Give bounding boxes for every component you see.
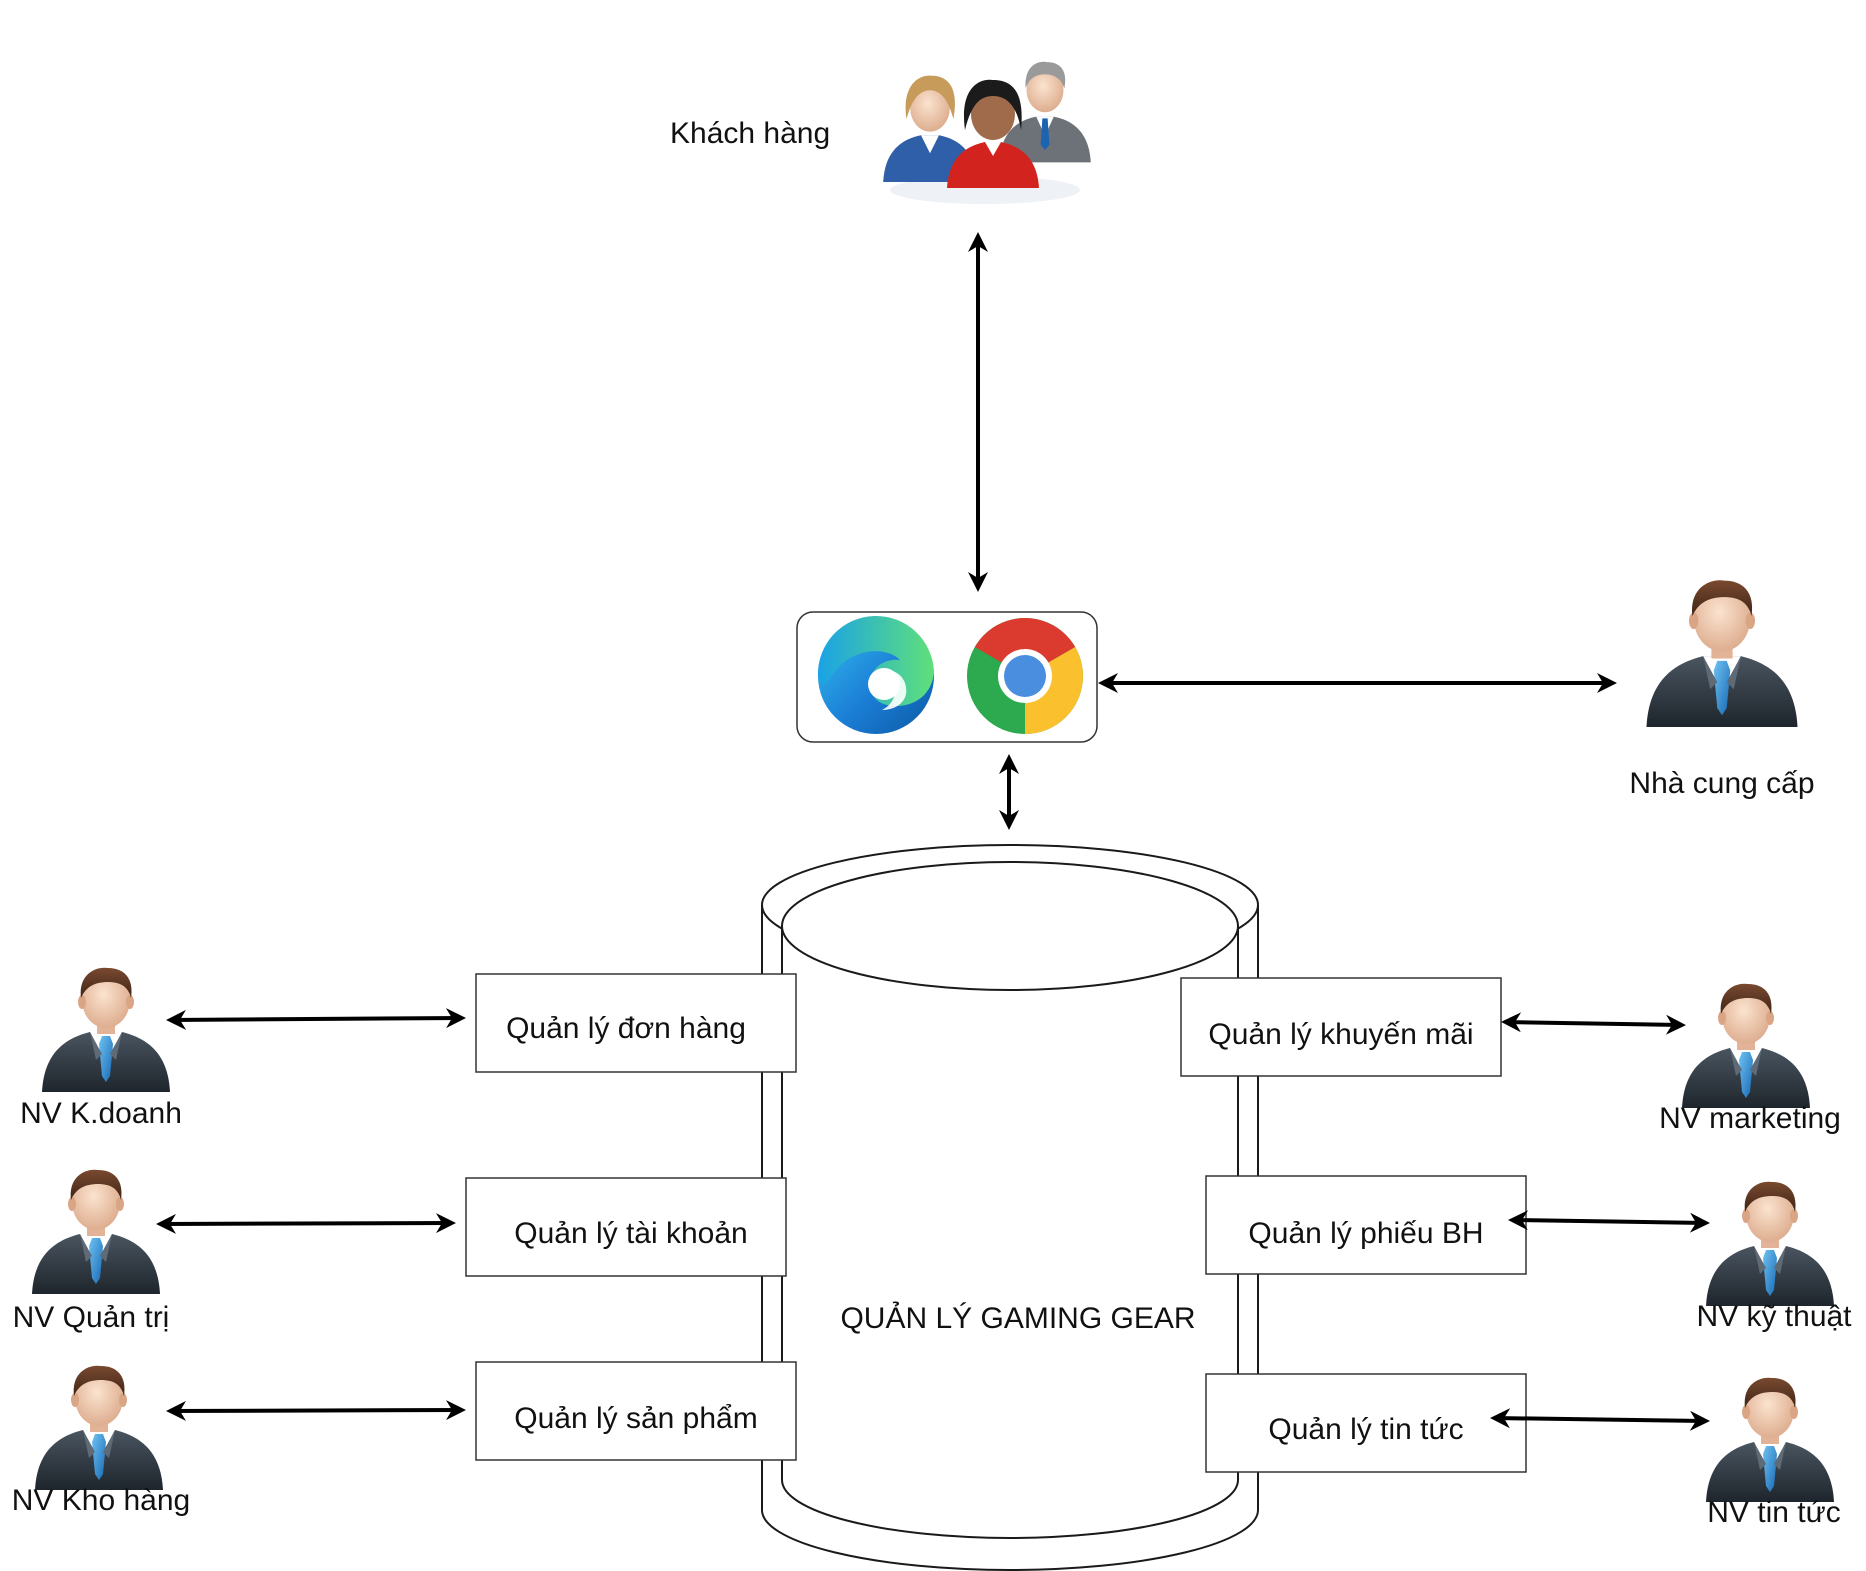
module-news-label: Quản lý tin tức <box>1268 1413 1463 1446</box>
staff-technical-icon <box>1706 1181 1834 1306</box>
warranty-technical-arrow <box>1508 1210 1710 1233</box>
news-staff-arrow <box>1490 1408 1710 1431</box>
admin-accounts-arrow <box>156 1213 456 1234</box>
module-accounts-label: Quản lý tài khoản <box>514 1217 747 1250</box>
staff-news-label: NV tin tức <box>1707 1496 1840 1529</box>
module-orders-label: Quản lý đơn hàng <box>506 1012 746 1045</box>
staff-sales-label: NV K.doanh <box>20 1097 182 1130</box>
module-accounts: Quản lý tài khoản <box>465 1177 787 1277</box>
staff-admin-label: NV Quản trị <box>13 1301 170 1334</box>
browser-box <box>796 611 1098 743</box>
staff-marketing-icon <box>1682 983 1810 1108</box>
module-products: Quản lý sản phẩm <box>475 1361 797 1461</box>
staff-news-icon <box>1706 1377 1834 1502</box>
staff-marketing-label: NV marketing <box>1659 1102 1841 1135</box>
supplier-label: Nhà cung cấp <box>1629 767 1814 800</box>
staff-warehouse-label: NV Kho hàng <box>12 1484 190 1517</box>
promotions-marketing-arrow <box>1501 1012 1686 1035</box>
supplier-icon <box>1646 580 1798 727</box>
warehouse-products-arrow <box>166 1400 466 1421</box>
module-promotions: Quản lý khuyến mãi <box>1180 977 1502 1077</box>
module-warranty-label: Quản lý phiếu BH <box>1248 1217 1483 1250</box>
module-orders: Quản lý đơn hàng <box>475 973 797 1073</box>
module-products-label: Quản lý sản phẩm <box>514 1402 757 1435</box>
chrome-icon <box>967 618 1083 734</box>
module-warranty: Quản lý phiếu BH <box>1205 1175 1527 1275</box>
database-cylinder <box>761 844 1259 1571</box>
module-promotions-label: Quản lý khuyến mãi <box>1208 1018 1473 1051</box>
edge-icon <box>817 615 934 734</box>
customers-label: Khách hàng <box>670 117 830 150</box>
customers-icon <box>883 61 1091 204</box>
sales-orders-arrow <box>166 1008 466 1030</box>
staff-technical-label: NV kỹ thuật <box>1696 1300 1852 1333</box>
system-label: QUẢN LÝ GAMING GEAR <box>840 1301 1195 1335</box>
staff-admin-icon <box>32 1169 160 1294</box>
staff-sales-icon <box>42 967 170 1092</box>
staff-warehouse-icon <box>35 1365 163 1490</box>
module-news: Quản lý tin tức <box>1205 1373 1527 1473</box>
